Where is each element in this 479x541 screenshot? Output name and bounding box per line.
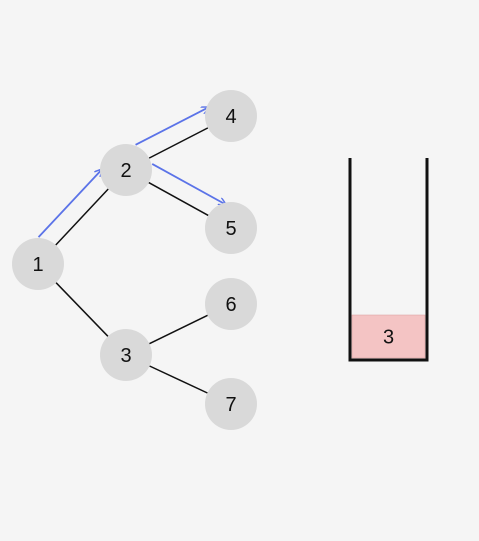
tree-node-circle (205, 278, 257, 330)
tree-node-circle (205, 202, 257, 254)
tree-node-circle (12, 238, 64, 290)
tree-node-3: 3 (100, 329, 152, 381)
tree-edge-2-4 (148, 127, 209, 159)
traversal-arrow-2-5 (151, 163, 225, 205)
tree-edges (55, 127, 209, 394)
stack-item-box (351, 314, 426, 359)
tree-node-circle (100, 329, 152, 381)
traversal-arrow-2-4 (135, 107, 209, 146)
tree-node-label: 4 (225, 106, 236, 128)
tree-node-label: 6 (225, 294, 236, 316)
tree-nodes: 1 2 3 4 5 6 7 (12, 90, 257, 430)
tree-node-circle (100, 144, 152, 196)
stack-container: 3 (348, 158, 429, 362)
tree-edge-1-3 (55, 282, 109, 337)
tree-node-label: 5 (225, 218, 236, 240)
stack-item-label: 3 (383, 327, 394, 349)
tree-edge-3-6 (149, 314, 208, 345)
tree-node-5: 5 (205, 202, 257, 254)
tree-node-1: 1 (12, 238, 64, 290)
tree-edge-1-2 (55, 188, 109, 246)
tree-node-6: 6 (205, 278, 257, 330)
tree-node-label: 7 (225, 394, 236, 416)
tree-node-circle (205, 378, 257, 430)
traversal-arrows (37, 107, 226, 238)
tree-node-2: 2 (100, 144, 152, 196)
tree-node-label: 3 (120, 345, 131, 367)
traversal-arrow-1-2 (37, 169, 102, 238)
tree-node-4: 4 (205, 90, 257, 142)
tree-edge-3-7 (149, 365, 208, 394)
stack-item-0: 3 (351, 314, 426, 359)
tree-node-label: 1 (32, 254, 43, 276)
stack-outline (348, 158, 429, 362)
tree-node-label: 2 (120, 160, 131, 182)
tree-node-circle (205, 90, 257, 142)
tree-edge-2-5 (148, 181, 209, 217)
tree-node-7: 7 (205, 378, 257, 430)
stack-items: 3 (351, 314, 426, 359)
